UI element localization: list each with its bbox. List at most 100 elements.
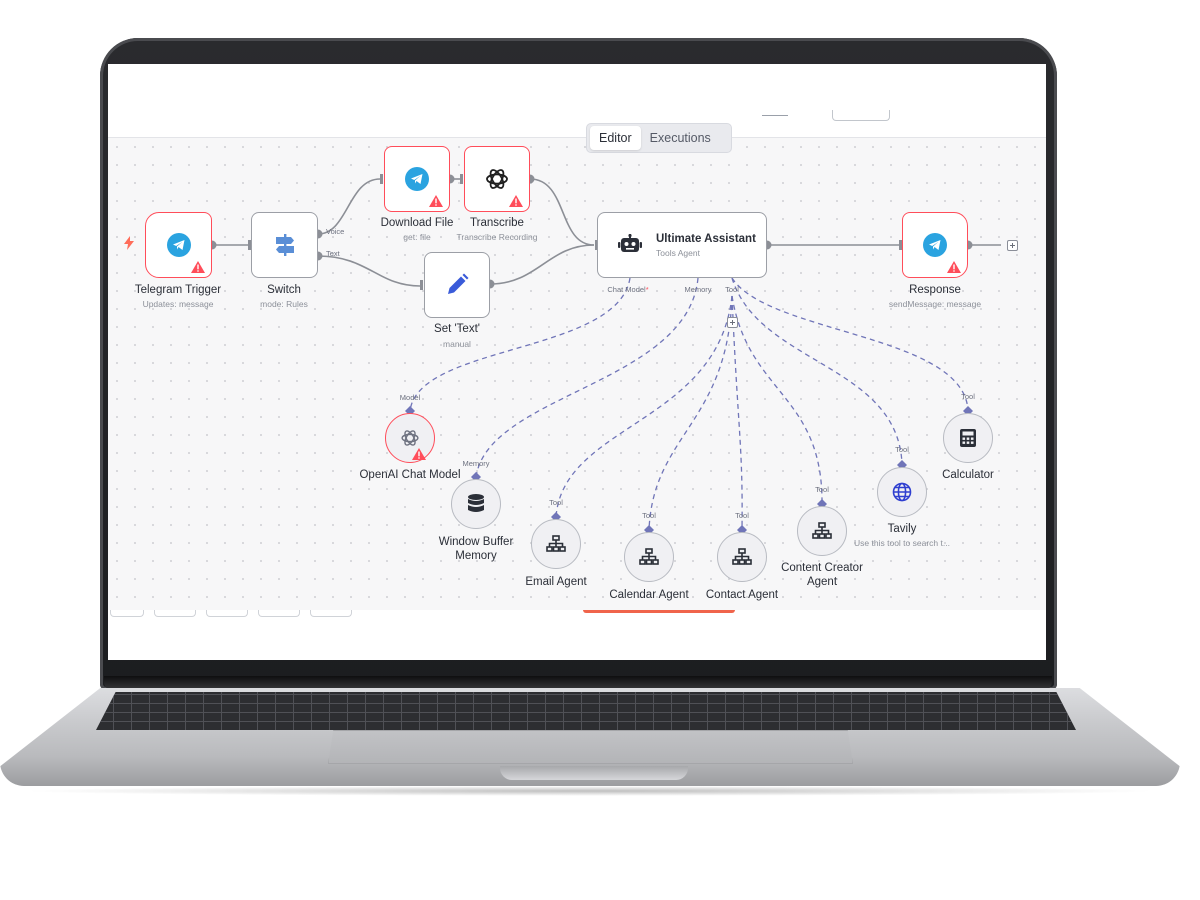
- node-calendar-agent[interactable]: [624, 532, 674, 582]
- laptop-screen: Editor Executions: [108, 64, 1046, 660]
- node-openai-chat-model-title: OpenAI Chat Model: [359, 469, 461, 481]
- test-workflow-button-edge[interactable]: [583, 610, 735, 613]
- node-tavily-title: Tavily: [887, 523, 917, 535]
- toolbar-button-2[interactable]: [154, 610, 196, 617]
- header-divider: [762, 115, 788, 116]
- toolbar-button-1[interactable]: [110, 610, 144, 617]
- telegram-icon: [923, 233, 947, 257]
- edge-tool-contact: [731, 295, 743, 531]
- node-switch-title: Switch: [267, 284, 301, 296]
- node-calculator[interactable]: [943, 413, 993, 463]
- tab-editor[interactable]: Editor: [590, 126, 641, 150]
- port-transcribe-in: [460, 174, 463, 184]
- edge-tool-tavily: [731, 277, 903, 465]
- edge-tool-content: [731, 295, 823, 505]
- port-label-tavily-tool: Tool: [895, 445, 909, 454]
- database-icon: [468, 494, 484, 512]
- node-ultimate-assistant[interactable]: Ultimate Assistant Tools Agent: [597, 212, 767, 278]
- warning-icon: [412, 448, 426, 460]
- node-set-text-title: Set 'Text': [434, 323, 480, 335]
- node-email-agent-title: Email Agent: [525, 576, 587, 588]
- toolbar-button-4[interactable]: [258, 610, 300, 617]
- node-switch[interactable]: [251, 212, 318, 278]
- port-assistant-in: [595, 240, 598, 250]
- edge-set-assistant: [489, 244, 595, 285]
- edge-switch-voice-download: [317, 178, 381, 235]
- globe-icon: [892, 482, 912, 502]
- warning-icon: [947, 261, 961, 273]
- port-label-email-tool: Tool: [549, 498, 563, 507]
- add-node-button[interactable]: [1007, 240, 1018, 251]
- switch-output-voice: Voice: [326, 227, 345, 236]
- node-switch-subtitle: mode: Rules: [260, 299, 308, 309]
- edge-chat-model: [409, 277, 631, 412]
- port-set-in: [420, 280, 423, 290]
- robot-icon: [618, 234, 642, 252]
- node-tavily-subtitle: Use this tool to search t...: [854, 538, 950, 548]
- header-button-edge[interactable]: [832, 110, 890, 121]
- edge-tool-email: [555, 295, 733, 518]
- port-download-in: [380, 174, 383, 184]
- trigger-bolt-icon: [124, 236, 134, 250]
- switch-output-text: Text: [326, 249, 340, 258]
- edge-transcribe-assistant: [529, 178, 595, 246]
- node-openai-chat-model[interactable]: [385, 413, 435, 463]
- node-content-creator-agent-title-1: Content Creator: [781, 562, 863, 574]
- workflow-connections: [207, 174, 1001, 535]
- edge-memory: [475, 277, 699, 478]
- canvas-toolbar: [108, 610, 1046, 660]
- sitemap-icon: [812, 522, 832, 539]
- laptop-trackpad: [328, 730, 853, 764]
- port-label-chat-model: Chat Model*: [607, 285, 649, 294]
- node-download-file-subtitle: get: file: [403, 232, 431, 242]
- node-transcribe[interactable]: [464, 146, 530, 212]
- port-label-tool: Tool: [725, 285, 739, 294]
- node-response[interactable]: [902, 212, 968, 278]
- node-response-title: Response: [909, 284, 961, 296]
- toolbar-button-5[interactable]: [310, 610, 352, 617]
- signpost-icon: [275, 234, 294, 256]
- sitemap-icon: [639, 548, 659, 565]
- port-label-calendar-tool: Tool: [642, 511, 656, 520]
- node-telegram-trigger[interactable]: [145, 212, 212, 278]
- node-window-buffer-memory[interactable]: [451, 479, 501, 529]
- port-label-memory-in: Memory: [462, 459, 490, 468]
- port-label-model: Model: [399, 393, 421, 402]
- node-window-buffer-memory-title-1: Window Buffer: [438, 536, 514, 548]
- edge-switch-text-set: [317, 255, 421, 287]
- node-calculator-title: Calculator: [942, 469, 994, 481]
- node-contact-agent[interactable]: [717, 532, 767, 582]
- port-label-memory: Memory: [684, 285, 712, 294]
- node-email-agent[interactable]: [531, 519, 581, 569]
- node-window-buffer-memory-title-2: Memory: [455, 550, 497, 562]
- calculator-icon: [960, 429, 976, 447]
- openai-icon: [401, 430, 419, 446]
- add-tool-button[interactable]: [727, 317, 738, 328]
- port-label-contact-tool: Tool: [735, 511, 749, 520]
- node-set-text-subtitle: manual: [443, 339, 471, 349]
- node-ultimate-assistant-title: Ultimate Assistant: [656, 232, 756, 245]
- port-switch-in: [248, 240, 251, 250]
- port-label-content-tool: Tool: [815, 485, 829, 494]
- node-download-file-title: Download File: [380, 217, 454, 229]
- pencil-icon: [448, 273, 469, 294]
- openai-icon: [486, 169, 508, 189]
- laptop-hinge: [104, 676, 1052, 690]
- node-content-creator-agent[interactable]: [797, 506, 847, 556]
- node-transcribe-title: Transcribe: [470, 217, 524, 229]
- node-tavily[interactable]: [877, 467, 927, 517]
- warning-icon: [429, 195, 443, 207]
- tab-executions[interactable]: Executions: [649, 131, 711, 145]
- app-header: [108, 64, 1046, 138]
- node-telegram-trigger-title: Telegram Trigger: [134, 284, 222, 296]
- node-transcribe-subtitle: Transcribe Recording: [456, 232, 538, 242]
- port-response-in: [899, 240, 902, 250]
- warning-icon: [509, 195, 523, 207]
- toolbar-button-3[interactable]: [206, 610, 248, 617]
- node-set-text[interactable]: [424, 252, 490, 318]
- node-contact-agent-title: Contact Agent: [705, 589, 779, 601]
- node-download-file[interactable]: [384, 146, 450, 212]
- laptop-shadow: [20, 786, 1160, 796]
- node-telegram-trigger-subtitle: Updates: message: [142, 299, 214, 309]
- node-response-subtitle: sendMessage: message: [888, 299, 982, 309]
